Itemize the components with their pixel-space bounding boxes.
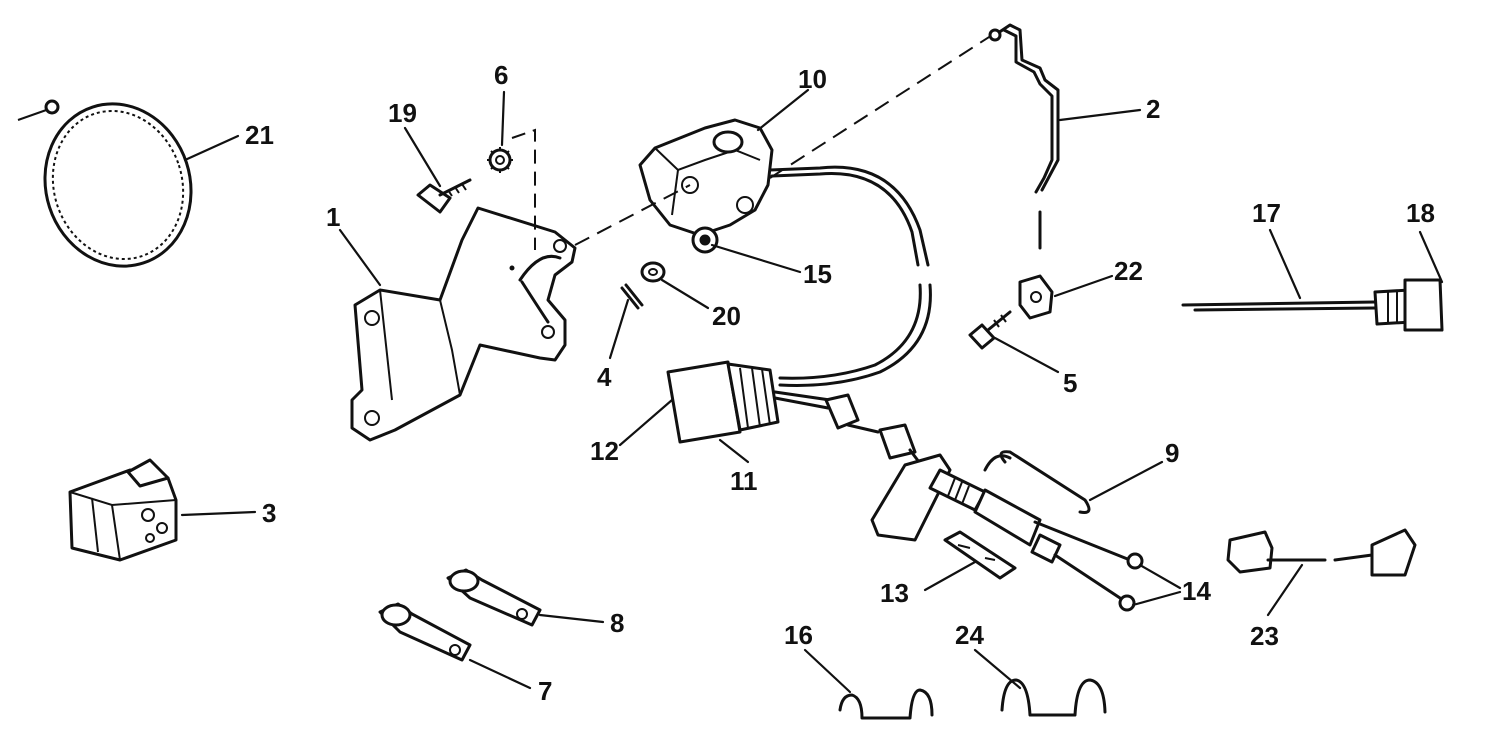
part-9-spring-wire — [999, 450, 1091, 514]
callout-3: 3 — [262, 498, 276, 528]
part-8-cable-clamp — [446, 568, 542, 627]
part-11-12-connector-plug — [666, 360, 780, 444]
callout-15: 15 — [803, 259, 832, 289]
callout-22: 22 — [1114, 256, 1143, 286]
callout-9: 9 — [1165, 438, 1179, 468]
callout-18: 18 — [1406, 198, 1435, 228]
part-6-star-washer — [487, 128, 536, 250]
part-23-boot-connectors — [1226, 528, 1417, 577]
callout-13: 13 — [880, 578, 909, 608]
callout-20: 20 — [712, 301, 741, 331]
part-13-14-rectifier — [870, 453, 1144, 612]
part-16-spring — [838, 688, 934, 720]
callout-4: 4 — [597, 362, 612, 392]
callout-19: 19 — [388, 98, 417, 128]
callout-2: 2 — [1146, 94, 1160, 124]
callout-1: 1 — [326, 202, 340, 232]
callout-7: 7 — [538, 676, 552, 706]
part-2-link-rod — [988, 23, 1060, 250]
callout-12: 12 — [590, 436, 619, 466]
part-3-terminal-block — [68, 458, 178, 562]
callout-16: 16 — [784, 620, 813, 650]
part-20-washer — [640, 261, 666, 283]
callout-8: 8 — [610, 608, 624, 638]
part-22-retainer-clip — [1018, 274, 1054, 320]
part-19-screw — [416, 178, 472, 214]
part-10-switch-assembly — [574, 29, 1001, 254]
wire-harness — [768, 165, 932, 472]
part-4-cotter-pin — [620, 283, 644, 310]
part-17-18-lead-terminal — [1181, 278, 1444, 332]
callout-14: 14 — [1182, 576, 1211, 606]
part-24-spring — [1000, 678, 1107, 717]
part-21-band-clamp — [17, 99, 193, 268]
callout-6: 6 — [494, 60, 508, 90]
leader-lines — [180, 88, 1444, 694]
callout-23: 23 — [1250, 621, 1279, 651]
callout-10: 10 — [798, 64, 827, 94]
callout-17: 17 — [1252, 198, 1281, 228]
part-7-cable-clamp — [378, 602, 472, 662]
part-1-mounting-bracket — [350, 206, 577, 442]
callout-11: 11 — [730, 466, 758, 496]
callout-24: 24 — [955, 620, 984, 650]
callout-21: 21 — [245, 120, 274, 150]
callout-labels: 1 2 3 4 5 6 7 8 9 10 11 12 13 14 15 16 1… — [245, 60, 1435, 706]
callout-5: 5 — [1063, 368, 1077, 398]
